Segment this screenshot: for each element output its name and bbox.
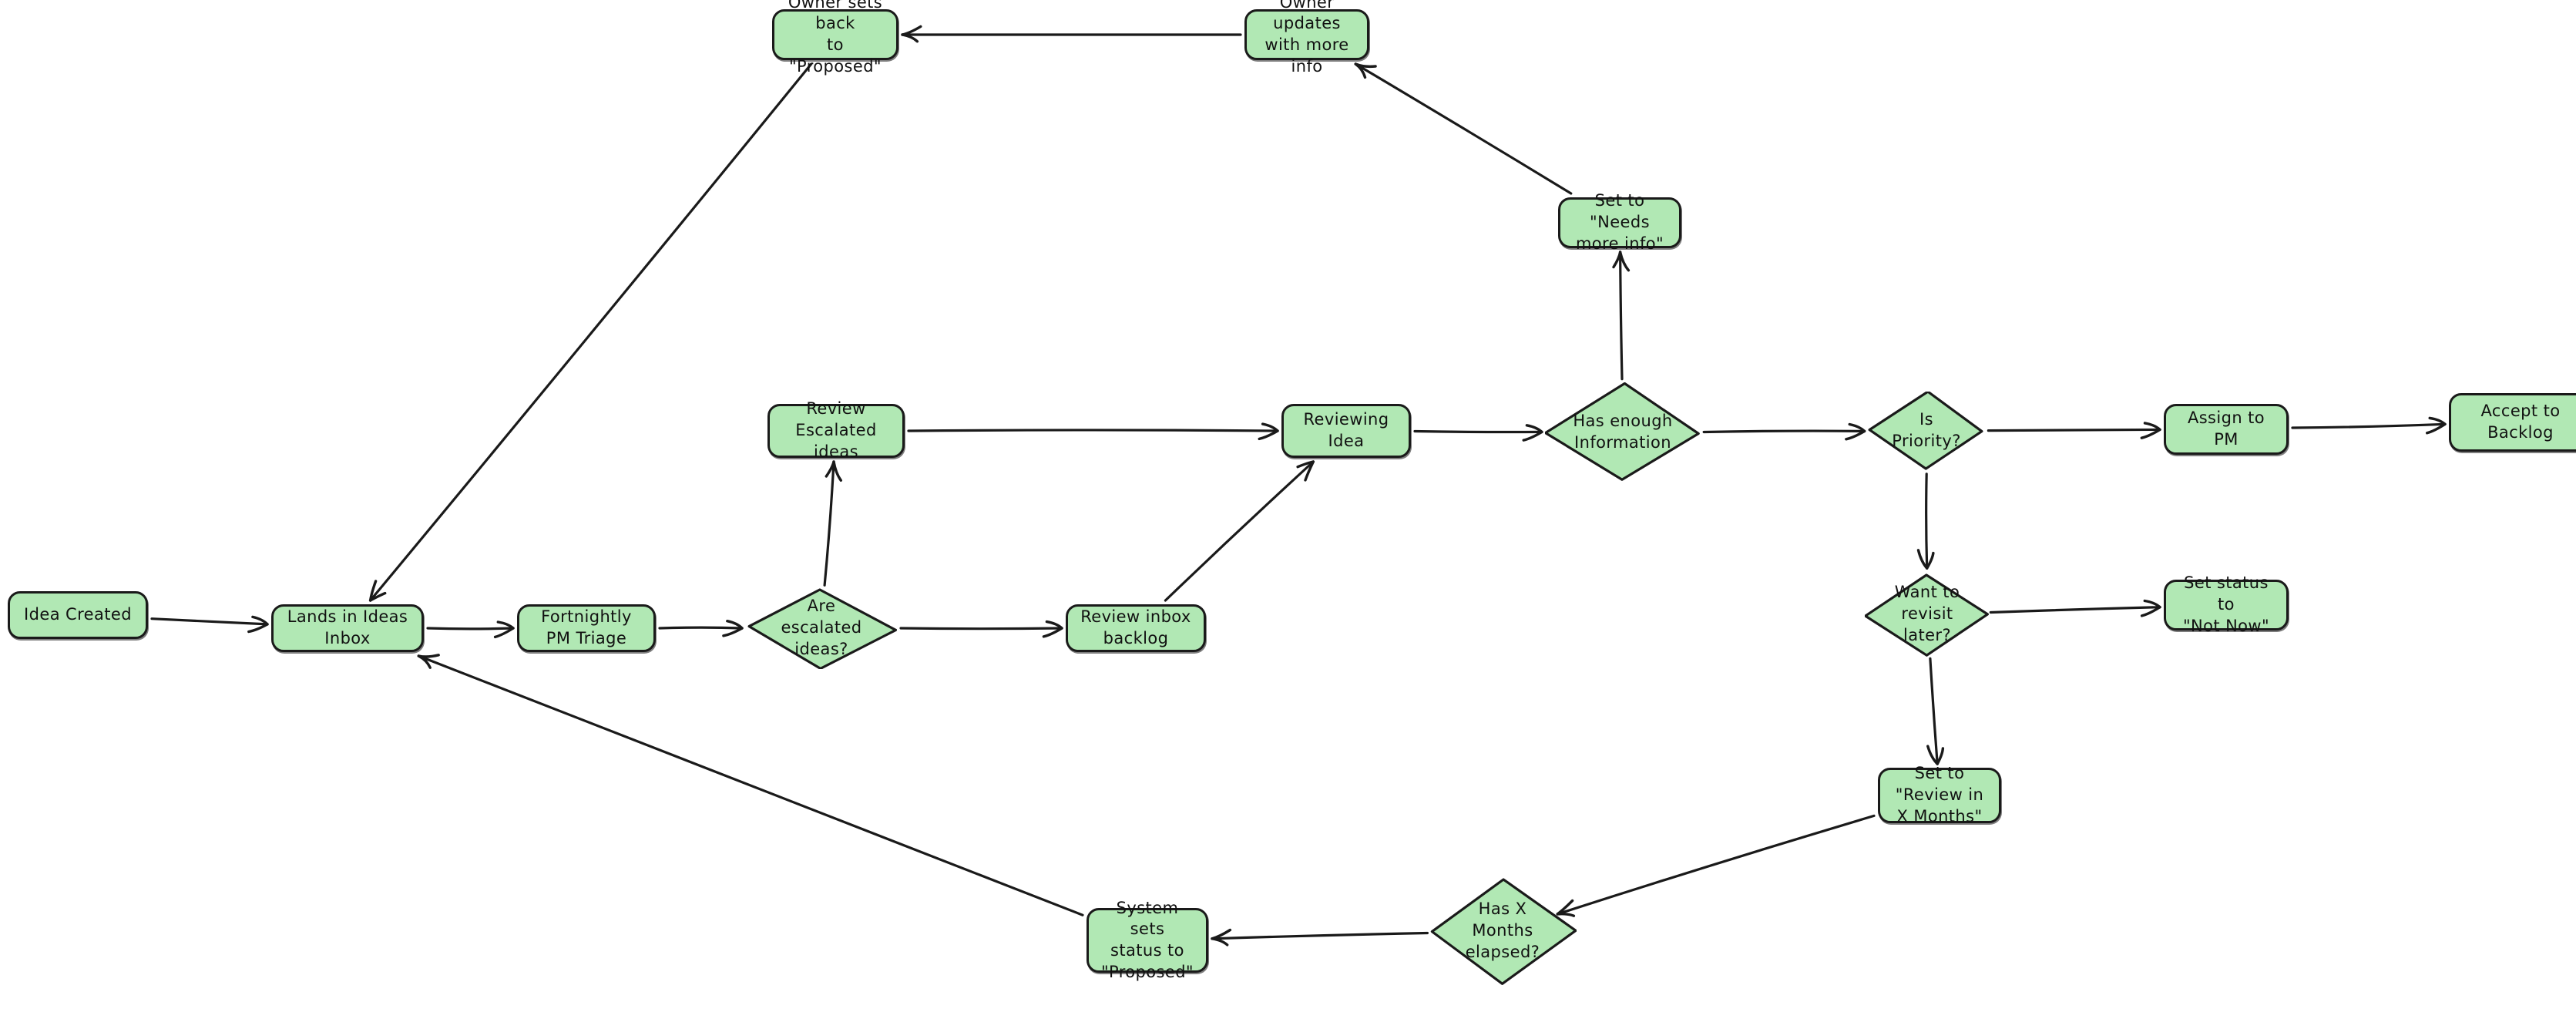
node-label: Is Priority? <box>1892 410 1961 450</box>
diamond-shape <box>747 588 897 669</box>
edge-is-priority-to-want-revisit <box>1916 472 1935 570</box>
node-review-escalated[interactable]: Review Escalated ideas <box>767 399 905 461</box>
node-are-escalated[interactable]: Are escalated ideas? <box>746 587 897 669</box>
node-owner-updates[interactable]: Owner updates with more info <box>1244 0 1369 76</box>
node-accept-to-backlog[interactable]: Accept to Backlog <box>2449 393 2576 452</box>
node-want-revisit[interactable]: Want to revisit later? <box>1865 572 1990 657</box>
node-fortnightly-triage[interactable]: Fortnightly PM Triage <box>517 604 656 652</box>
node-idea-created[interactable]: Idea Created <box>8 591 148 639</box>
diamond-shape <box>1865 573 1989 657</box>
node-label: Owner sets back to "Proposed" <box>788 0 883 76</box>
edge-set-review-months-to-has-x-months <box>1556 814 1876 917</box>
edge-want-revisit-to-set-not-now <box>1989 599 2161 617</box>
node-set-not-now[interactable]: Set status to "Not Now" <box>2164 573 2289 635</box>
edge-are-escalated-to-review-escalated <box>823 460 842 587</box>
edge-system-sets-status-to-lands-in-inbox <box>417 654 1084 916</box>
node-set-review-months[interactable]: Set to "Review in X Months" <box>1878 764 2001 826</box>
node-reviewing-idea[interactable]: Reviewing Idea <box>1281 404 1411 458</box>
diamond-shape <box>1430 878 1577 985</box>
node-label: Reviewing Idea <box>1303 410 1389 450</box>
edge-set-needs-more-info-to-owner-updates <box>1354 62 1573 195</box>
edge-reviewing-idea-to-has-enough-info <box>1413 424 1543 442</box>
edge-want-revisit-to-set-review-months <box>1926 657 1945 765</box>
node-label: System sets status to "Proposed" <box>1100 898 1194 981</box>
node-label: Want to revisit later? <box>1894 583 1960 644</box>
node-lands-in-inbox[interactable]: Lands in Ideas Inbox <box>271 604 424 652</box>
node-review-inbox[interactable]: Review inbox backlog <box>1066 604 1206 652</box>
node-has-enough-info[interactable]: Has enough Information <box>1545 382 1701 483</box>
edge-is-priority-to-assign-to-pm <box>1987 422 2161 439</box>
edge-has-x-months-to-system-sets-status <box>1211 928 1429 947</box>
node-label: Set to "Review in X Months" <box>1895 764 1984 826</box>
edge-review-inbox-to-reviewing-idea <box>1164 460 1315 602</box>
edge-fortnightly-triage-to-are-escalated <box>658 620 744 637</box>
node-label: Owner updates with more info <box>1264 0 1349 76</box>
node-owner-sets-back[interactable]: Owner sets back to "Proposed" <box>772 0 898 76</box>
node-set-needs-more-info[interactable]: Set to "Needs more info" <box>1558 191 1681 253</box>
edge-idea-created-to-lands-in-inbox <box>150 615 269 634</box>
edge-lands-in-inbox-to-fortnightly-triage <box>426 620 515 639</box>
node-label: Has enough Information <box>1573 412 1673 452</box>
node-assign-to-pm[interactable]: Assign to PM <box>2164 404 2289 455</box>
node-is-priority[interactable]: Is Priority? <box>1868 392 1985 470</box>
edge-owner-sets-back-to-lands-in-inbox <box>368 62 813 602</box>
edge-owner-updates-to-owner-sets-back <box>901 25 1242 43</box>
edge-assign-to-pm-to-accept-to-backlog <box>2291 416 2447 435</box>
diamond-shape <box>1868 392 1983 470</box>
node-label: Are escalated ideas? <box>781 597 862 658</box>
node-label: Set to "Needs more info" <box>1575 191 1664 253</box>
diamond-shape <box>1545 382 1700 481</box>
node-label: Accept to Backlog <box>2480 402 2561 442</box>
node-label: Set status to "Not Now" <box>2182 573 2270 635</box>
node-has-x-months[interactable]: Has X Months elapsed? <box>1429 877 1577 985</box>
node-label: Assign to PM <box>2187 409 2265 449</box>
edge-has-enough-info-to-set-needs-more-info <box>1612 251 1631 381</box>
edge-has-enough-info-to-is-priority <box>1702 422 1866 441</box>
node-label: Idea Created <box>24 605 132 624</box>
node-system-sets-status[interactable]: System sets status to "Proposed" <box>1086 899 1208 981</box>
node-label: Review inbox backlog <box>1080 607 1191 647</box>
node-label: Fortnightly PM Triage <box>541 607 632 647</box>
node-label: Review Escalated ideas <box>795 399 877 461</box>
edge-review-escalated-to-reviewing-idea <box>907 422 1279 441</box>
node-label: Lands in Ideas Inbox <box>287 607 408 647</box>
edge-are-escalated-to-review-inbox <box>899 620 1063 638</box>
node-label: Has X Months elapsed? <box>1465 900 1540 961</box>
